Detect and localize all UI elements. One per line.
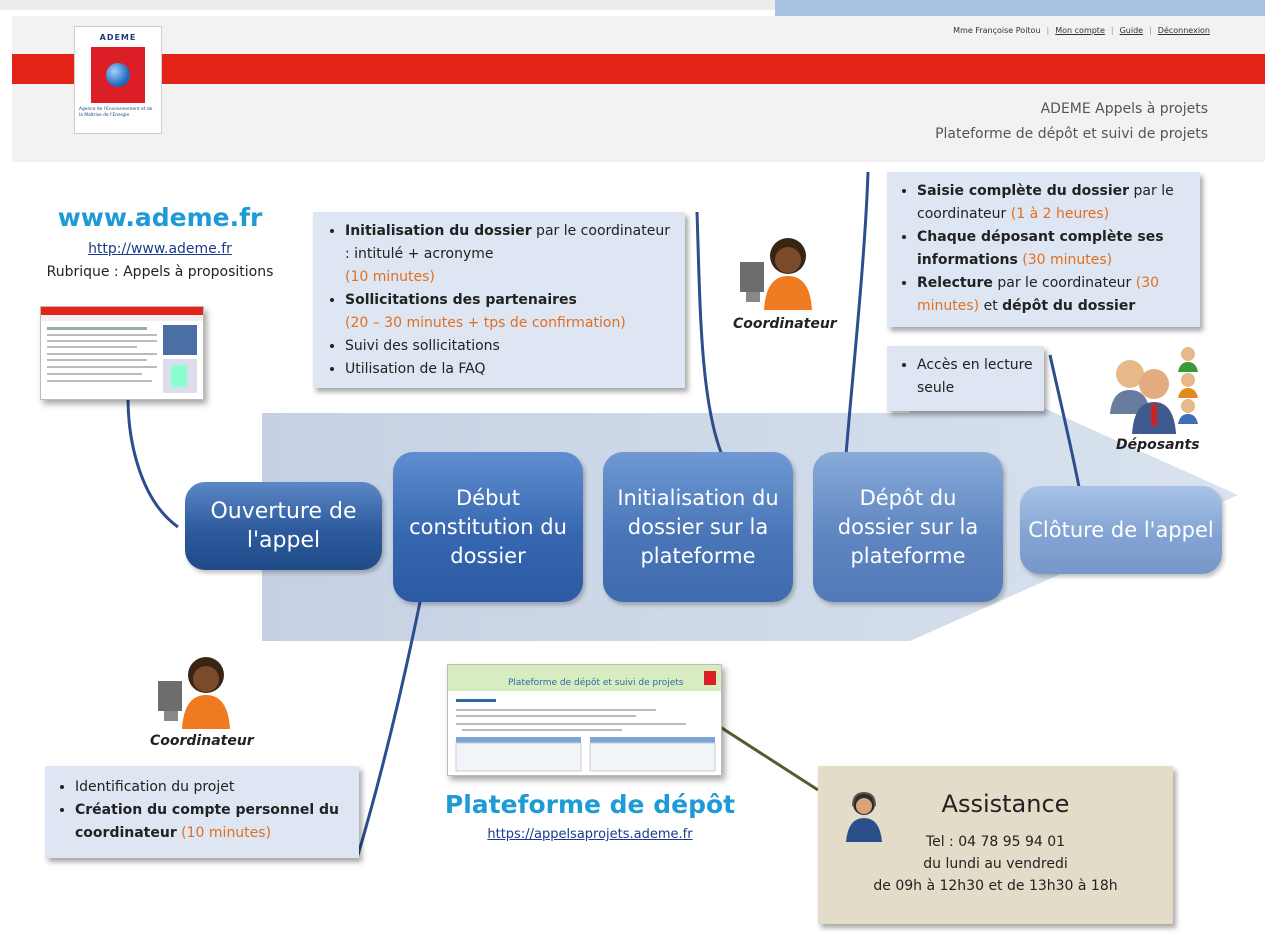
globe-icon: [106, 63, 130, 87]
ident-item-2: Création du compte personnel du coordina…: [75, 799, 351, 845]
connector-depot: [844, 171, 870, 456]
top-strip: [0, 0, 1265, 10]
init-item-1: Initialisation du dossier par le coordin…: [345, 220, 675, 289]
depot-item-2: Chaque déposant complète ses information…: [917, 226, 1192, 272]
support-agent-icon: [846, 791, 882, 842]
link-guide[interactable]: Guide: [1119, 26, 1144, 35]
logo-caption: Agence de l'Environnement et de la Maîtr…: [79, 107, 153, 118]
assistance-phone: Tel : 04 78 95 94 01: [925, 834, 1066, 850]
depot-item-1: Saisie complète du dossier par le coordi…: [917, 180, 1192, 226]
website-title: www.ademe.fr: [57, 203, 263, 232]
step-depot: Dépôt du dossier sur la plateforme: [813, 452, 1003, 602]
connector-ident: [356, 601, 422, 856]
website-thumbnail: [40, 306, 204, 400]
step-initialisation: Initialisation du dossier sur la platefo…: [603, 452, 793, 602]
step-ouverture: Ouverture de l'appel: [185, 482, 382, 570]
init-item-3: Suivi des sollicitations: [345, 335, 675, 358]
connector-site: [126, 397, 179, 529]
ident-item-1: Identification du projet: [75, 776, 351, 799]
lecture-item-1: Accès en lecture seule: [917, 354, 1038, 400]
app-title-line1: ADEME Appels à projets: [1040, 101, 1208, 117]
app-title: ADEME Appels à projets Plateforme de dép…: [935, 97, 1208, 147]
platform-link[interactable]: https://appelsaprojets.ademe.fr: [487, 827, 693, 842]
assistance-hours: de 09h à 12h30 et de 13h30 à 18h: [873, 878, 1118, 894]
logo-square: [91, 47, 145, 103]
website-thumb-art: [41, 307, 203, 393]
step-cloture: Clôture de l'appel: [1020, 486, 1222, 574]
app-title-line2: Plateforme de dépôt et suivi de projets: [935, 126, 1208, 142]
init-item-2: Sollicitations des partenaires(20 – 30 m…: [345, 289, 675, 335]
platform-thumbnail: Plateforme de dépôt et suivi de projets: [447, 664, 722, 776]
coordinator-bottom-icon: [158, 657, 230, 729]
info-box-identification: Identification du projet Création du com…: [45, 766, 359, 858]
caption-coordinateur-top: Coordinateur: [733, 316, 837, 332]
svg-text:Plateforme de dépôt et suivi d: Plateforme de dépôt et suivi de projets: [508, 677, 684, 688]
top-tab: [775, 0, 1265, 16]
assistance-box: Assistance Tel : 04 78 95 94 01 du lundi…: [818, 766, 1173, 924]
link-deconnexion[interactable]: Déconnexion: [1157, 26, 1210, 35]
connector-lecture: [1048, 354, 1082, 493]
website-section: Rubrique : Appels à propositions: [46, 264, 274, 280]
header: [12, 16, 1265, 162]
caption-deposants: Déposants: [1116, 437, 1200, 453]
logo-word: ADEME: [99, 33, 137, 42]
user-name: Mme Françoise Poitou: [953, 26, 1041, 35]
info-box-initialisation: Initialisation du dossier par le coordin…: [313, 212, 685, 388]
website-link[interactable]: http://www.ademe.fr: [88, 241, 232, 257]
user-links: Mme Françoise Poitou|Mon compte|Guide|Dé…: [953, 26, 1210, 35]
deposants-icon: [1110, 347, 1198, 434]
info-box-depot: Saisie complète du dossier par le coordi…: [887, 172, 1200, 327]
depot-item-3: Relecture par le coordinateur (30 minute…: [917, 272, 1192, 318]
platform-title: Plateforme de dépôt: [444, 790, 736, 819]
platform-thumb-art: Plateforme de dépôt et suivi de projets: [448, 665, 721, 772]
coordinator-top-icon: [740, 238, 812, 310]
connector-init: [695, 211, 724, 456]
info-box-lecture: Accès en lecture seule: [887, 346, 1044, 411]
red-band: [12, 54, 1265, 84]
init-item-4: Utilisation de la FAQ: [345, 358, 675, 381]
link-mon-compte[interactable]: Mon compte: [1055, 26, 1105, 35]
assistance-title: Assistance: [941, 790, 1070, 818]
step-debut: Début constitution du dossier: [393, 452, 583, 602]
assistance-days: du lundi au vendredi: [923, 856, 1068, 872]
ademe-logo[interactable]: ADEME Agence de l'Environnement et de la…: [74, 26, 162, 134]
caption-coordinateur-bottom: Coordinateur: [150, 733, 254, 749]
